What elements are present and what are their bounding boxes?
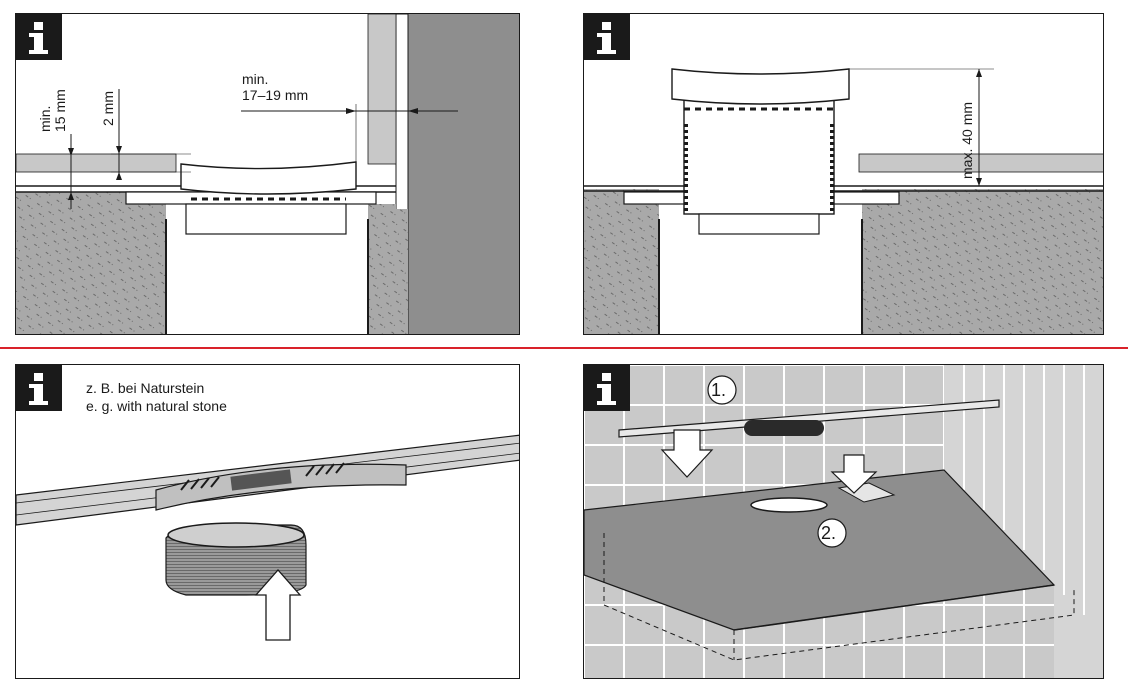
dim-min-15-line2: 15 mm (52, 89, 68, 132)
dim-17-19-line1: min. (242, 71, 268, 87)
section-drawing-1: min. 15 mm 2 mm min. 17–19 mm (16, 14, 519, 334)
info-icon (584, 14, 630, 60)
note-german: z. B. bei Naturstein (86, 380, 205, 396)
info-icon (16, 365, 62, 411)
note-english: e. g. with natural stone (86, 398, 227, 414)
drain-channel-drawing (16, 434, 519, 641)
dim-max-40: max. 40 mm (959, 102, 975, 179)
panel-natural-stone: z. B. bei Naturstein e. g. with natural … (15, 364, 520, 679)
natural-stone-note: z. B. bei Naturstein e. g. with natural … (86, 379, 227, 415)
info-icon (584, 365, 630, 411)
step-1-label: 1. (711, 380, 726, 400)
dim-2mm: 2 mm (100, 91, 116, 126)
red-divider-line (0, 347, 1128, 349)
panel-max-height: max. 40 mm (583, 13, 1104, 335)
tiled-floor-drawing: 1. 2. (584, 365, 1103, 678)
step-2-label: 2. (821, 523, 836, 543)
panel-min-heights: min. 15 mm 2 mm min. 17–19 mm (15, 13, 520, 335)
info-icon (16, 14, 62, 60)
panel-tiled-install: 1. 2. (583, 364, 1104, 679)
dim-min-15-line1: min. (37, 106, 53, 132)
section-drawing-2: max. 40 mm (584, 68, 1103, 334)
dim-17-19-line2: 17–19 mm (242, 87, 308, 103)
